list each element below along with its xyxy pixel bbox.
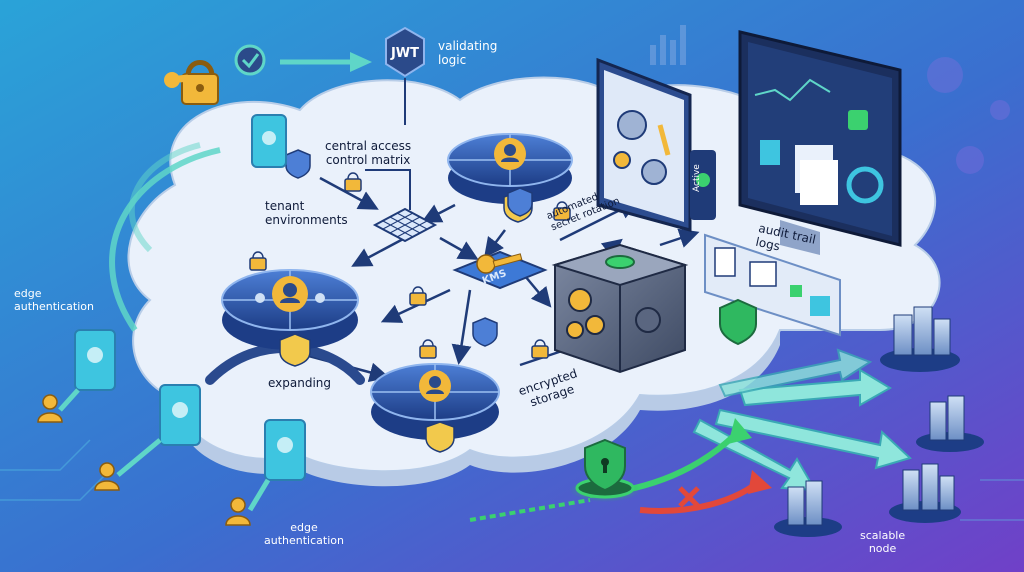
phone-icons [74, 114, 306, 481]
access-control-matrix [372, 207, 438, 243]
audit-trail-panel [704, 233, 841, 337]
expanding-label: expanding [268, 376, 332, 390]
shield-icon [719, 298, 757, 346]
vault-icon [551, 243, 689, 374]
central-access-label: central access control matrix [325, 139, 412, 167]
tenant-disc-top [447, 133, 573, 223]
user-icons [37, 394, 251, 526]
shield-icon [279, 333, 311, 367]
circuit-decoration [0, 439, 1024, 521]
key-icon [657, 124, 671, 156]
edge-authentication-left-label: edge authentication [14, 287, 94, 313]
active-label: Active [692, 164, 702, 192]
gear-icon [641, 159, 667, 185]
monitor-icon [738, 30, 902, 255]
jwt-label: JWT [390, 46, 419, 61]
arrow-head [350, 52, 372, 72]
scalable-node-label: scalable node [860, 529, 906, 555]
checkmark-icon [234, 44, 266, 76]
gear-icon [585, 315, 605, 335]
edge-authentication-bottom-label: edge authentication [264, 521, 344, 547]
edge-loop [109, 142, 221, 332]
matrix-connector [365, 169, 411, 210]
kms-key-icon [452, 250, 548, 290]
shield-icon [425, 421, 455, 453]
padlock-icons [249, 172, 571, 359]
access-arrows [469, 418, 772, 522]
validating-logic-label: validating logic [438, 39, 498, 67]
server-stack-icons [774, 306, 984, 537]
gear-icons [927, 57, 1010, 174]
secret-rotation-panel [596, 57, 716, 232]
edge-arrows [58, 388, 271, 512]
key-icon [164, 72, 189, 88]
bar-decoration [650, 25, 686, 65]
tenant-disc-left [221, 269, 359, 367]
tenant-environments-label: tenant environments [265, 199, 348, 227]
jwt-token-icon: JWT [385, 26, 425, 78]
scaling-arrows [692, 348, 912, 492]
access-granted-shield [569, 438, 641, 502]
padlock-icon [181, 60, 219, 105]
document-icon [714, 247, 736, 277]
shield-check-icons [285, 149, 533, 347]
gear-icon [613, 151, 631, 169]
tenant-disc-bottom [370, 363, 500, 453]
gear-icon [566, 321, 584, 339]
gear-icon [617, 110, 647, 140]
gear-icon [568, 288, 592, 312]
